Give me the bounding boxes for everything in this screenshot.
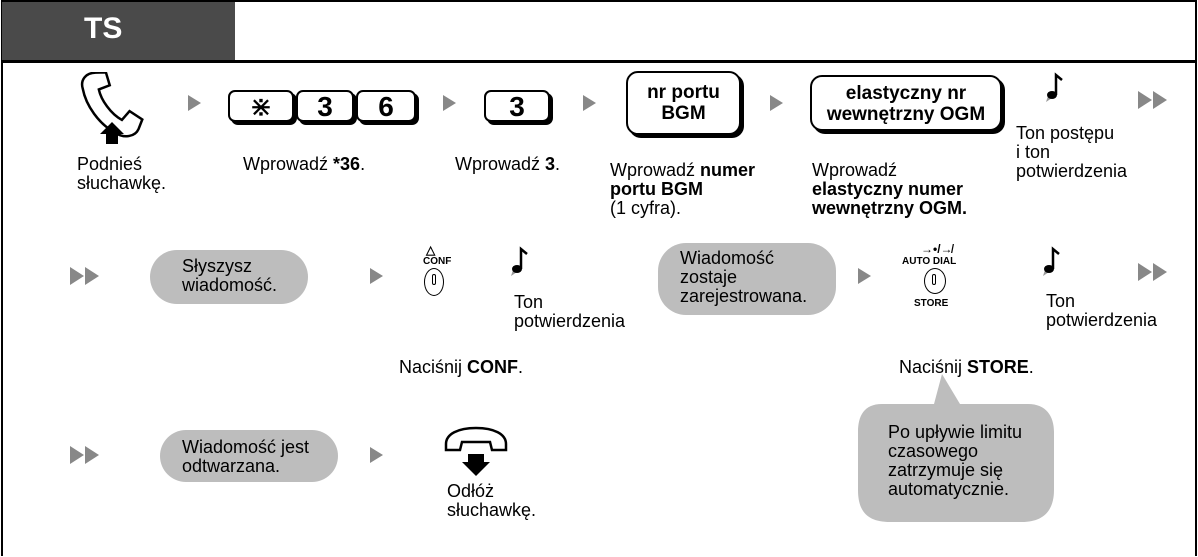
tone-note-icon [1043,246,1060,276]
header-rule [2,60,1196,63]
store-label: STORE [914,298,949,309]
ogm-caption: Wprowadź elastyczny numer wewnętrzny OGM… [812,160,968,218]
arrow [443,95,456,111]
autodial-label: AUTO DIAL [902,256,957,267]
arrow [770,95,783,111]
arrow [188,95,201,111]
conf-label: CONF [423,256,452,267]
note-bubble-shape [858,374,1054,522]
continue-arrow [70,267,100,290]
autodial-arrow-icon: →•/↛ [921,242,953,256]
bgm-caption: Wprowadź numer portu BGM (1 cyfra). [610,160,756,218]
continue-arrow [70,446,100,469]
press-store-caption: Naciśnij STORE. [899,357,1034,377]
tone-note-icon [1046,72,1063,102]
enter3-caption: Wprowadź 3. [455,154,561,174]
key-6: 6 [356,90,416,122]
arrow [583,95,596,111]
mode-tab: TS [2,2,235,60]
enter36-caption: Wprowadź *36. [243,154,366,174]
tone-note-icon [511,246,528,276]
conf-triangle-icon: △ [426,243,436,257]
continue-arrow [1138,263,1168,286]
conf-button-icon [424,268,444,296]
press-conf-caption: Naciśnij CONF. [399,357,524,377]
handset-offhook-icon [80,72,144,144]
store-button-icon [924,268,946,294]
key-3: 3 [296,90,354,122]
key-3b: 3 [484,90,550,122]
arrow [370,268,383,284]
continue-arrow [1138,91,1168,114]
arrow [858,268,871,284]
arrow [370,447,383,463]
handset-onhook-icon [444,426,508,476]
star-key: ⋇ [228,90,294,122]
